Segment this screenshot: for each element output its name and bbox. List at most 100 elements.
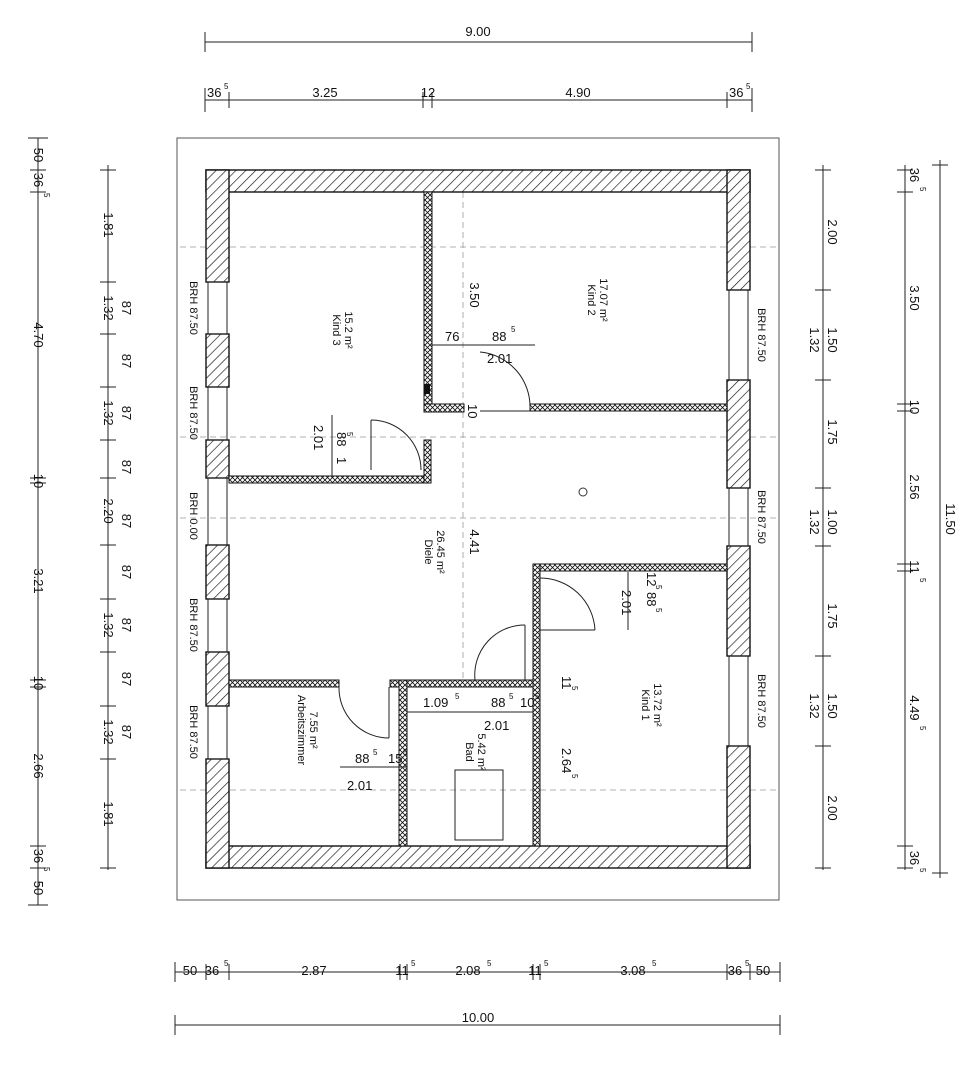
inner-dim-264: 2.64 (559, 748, 574, 773)
inner-dim-12-sup: 5 (654, 585, 663, 590)
inner-dim-885-c-sup: 5 (654, 608, 663, 613)
dim-bottom-2: 36 (205, 963, 219, 978)
dim-bottom-total: 10.00 (462, 1010, 495, 1025)
dim-bottom (174, 962, 781, 1035)
brh-left-1: BRH 87.50 (187, 281, 199, 335)
inner-dim-11: 11 (559, 676, 574, 690)
dim-bottom-3: 2.87 (301, 963, 326, 978)
dim-top-1-sup: 5 (224, 82, 229, 91)
inner-dim-441: 4.41 (467, 529, 482, 554)
dim-left-inner-7: 1.81 (101, 801, 116, 826)
dim-top-4: 4.90 (565, 85, 590, 100)
bathtub (454, 769, 504, 841)
inner-dim-1: 1 (334, 457, 349, 464)
dim-top-5: 36 (729, 85, 743, 100)
dim-left-outer (28, 137, 48, 906)
inner-dim-264-sup: 5 (570, 774, 579, 779)
dim-top-1: 36 (207, 85, 221, 100)
dim-right-outer-5: 11 (907, 560, 922, 574)
dim-left-875-4: 87 (119, 460, 134, 474)
dim-top-total: 9.00 (465, 24, 490, 39)
inner-dim-76: 76 (445, 329, 459, 344)
dim-left-inner-5: 1.32 (101, 612, 116, 637)
dim-left-875-7: 87 (119, 618, 134, 632)
dim-bottom-5: 2.08 (455, 963, 480, 978)
interior-walls (228, 191, 728, 847)
inner-dim-201-d: 2.01 (484, 718, 509, 733)
room-kind1-name: Kind 1 (639, 689, 651, 720)
inner-dim-201-e: 2.01 (347, 778, 372, 793)
dim-right-inner-1: 2.00 (825, 219, 840, 244)
dim-left-outer-6: 10 (31, 676, 46, 690)
dim-right-inner-8: 1.50 (825, 693, 840, 718)
dim-left-outer-4: 10 (31, 474, 46, 488)
dim-left-inner (100, 165, 116, 870)
dim-right-outer (897, 160, 948, 878)
room-diele-area: 26.45 m² (434, 530, 446, 574)
dim-left-875-3: 87 (119, 406, 134, 420)
inner-dim-1095: 1.09 (423, 695, 448, 710)
room-arbeitszimmer-name: Arbeitszimmer (295, 695, 307, 766)
inner-dim-15-sup: 5 (403, 748, 408, 757)
dim-top (204, 32, 753, 112)
floor-drain (578, 487, 588, 497)
dim-bottom-4-sup: 5 (411, 959, 416, 968)
dim-bottom-7-sup: 5 (652, 959, 657, 968)
dim-right-inner-6: 1.32 (807, 509, 822, 534)
inner-dim-350: 3.50 (467, 282, 482, 307)
dim-right-inner-4: 1.75 (825, 419, 840, 444)
dim-right-inner-2: 1.50 (825, 327, 840, 352)
dim-right-outer-5-sup: 5 (918, 578, 927, 583)
exterior-walls (205, 169, 751, 869)
inner-dim-1095-sup: 5 (455, 692, 460, 701)
dim-left-inner-3: 1.32 (101, 400, 116, 425)
dim-left-inner-6: 1.32 (101, 719, 116, 744)
inner-dim-10-a: 10 (465, 404, 480, 418)
inner-dim-885-b-sup: 5 (345, 432, 354, 437)
dim-bottom-4: 11 (395, 963, 409, 978)
dim-left-875-2: 87 (119, 354, 134, 368)
dim-right-inner (815, 165, 831, 870)
inner-dim-885-d-sup: 5 (509, 692, 514, 701)
dim-right-outer-1-sup: 5 (918, 187, 927, 192)
room-bad-area: 5.42 m² (475, 733, 487, 771)
room-kind2-area: 17.07 m² (597, 278, 609, 322)
dim-left-outer-1: 50 (31, 148, 46, 162)
inner-dim-885-d: 88 (491, 695, 505, 710)
dim-right-inner-3: 1.32 (807, 327, 822, 352)
dim-right-inner-7: 1.75 (825, 603, 840, 628)
brh-left-4: BRH 87.50 (187, 598, 199, 652)
brh-left-5: BRH 87.50 (187, 705, 199, 759)
dim-left-outer-9: 50 (31, 881, 46, 895)
dim-left-outer-2: 36 (31, 173, 46, 187)
inner-dim-201-b: 2.01 (311, 425, 326, 450)
room-kind3-area: 15.2 m² (342, 311, 354, 349)
dim-bottom-6: 11 (528, 963, 542, 978)
reference-lines (180, 192, 776, 791)
room-arbeitszimmer-area: 7.55 m² (307, 711, 319, 749)
dim-right-total: 11.50 (943, 503, 958, 535)
dim-left-inner-2: 1.32 (101, 295, 116, 320)
dim-bottom-1: 50 (183, 963, 197, 978)
dim-bottom-8: 36 (728, 963, 742, 978)
inner-dim-201-c: 2.01 (619, 590, 634, 615)
dim-right-inner-10: 2.00 (825, 795, 840, 820)
dim-left-outer-8-sup: 5 (42, 867, 51, 872)
inner-dim-885-c: 88 (644, 592, 659, 606)
room-kind1-area: 13.72 m² (651, 683, 663, 727)
dim-bottom-8-sup: 5 (745, 959, 750, 968)
brh-left-2: BRH 87.50 (187, 386, 199, 440)
room-diele-name: Diele (422, 539, 434, 564)
dim-left-875-8: 87 (119, 672, 134, 686)
dim-right-outer-7-sup: 5 (918, 868, 927, 873)
dim-left-875-5: 87 (119, 514, 134, 528)
dim-right-inner-9: 1.32 (807, 693, 822, 718)
dim-bottom-2-sup: 5 (224, 959, 229, 968)
dim-left-outer-8: 36 (31, 849, 46, 863)
inner-dim-885-a-sup: 5 (511, 325, 516, 334)
room-bad-name: Bad (463, 742, 475, 762)
inner-dim-885-e-sup: 5 (373, 748, 378, 757)
inner-dim-885-a: 88 (492, 329, 506, 344)
dim-left-875-6: 87 (119, 565, 134, 579)
